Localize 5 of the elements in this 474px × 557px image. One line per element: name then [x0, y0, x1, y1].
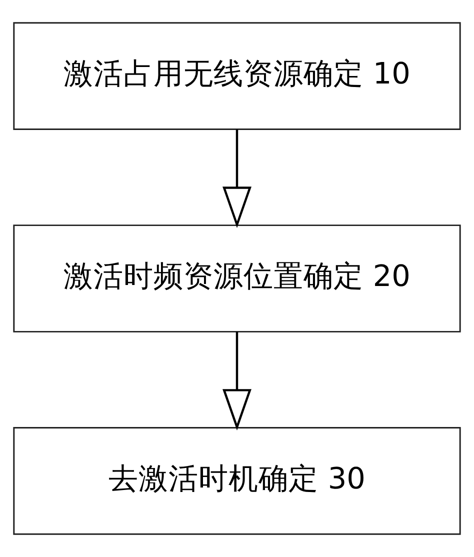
arrow [222, 129, 252, 228]
node-box: 激活时频资源位置确定 20 [13, 224, 461, 332]
node-box: 去激活时机确定 30 [13, 426, 461, 535]
arrow [222, 332, 252, 430]
node-box: 激活占用无线资源确定 10 [13, 22, 461, 130]
